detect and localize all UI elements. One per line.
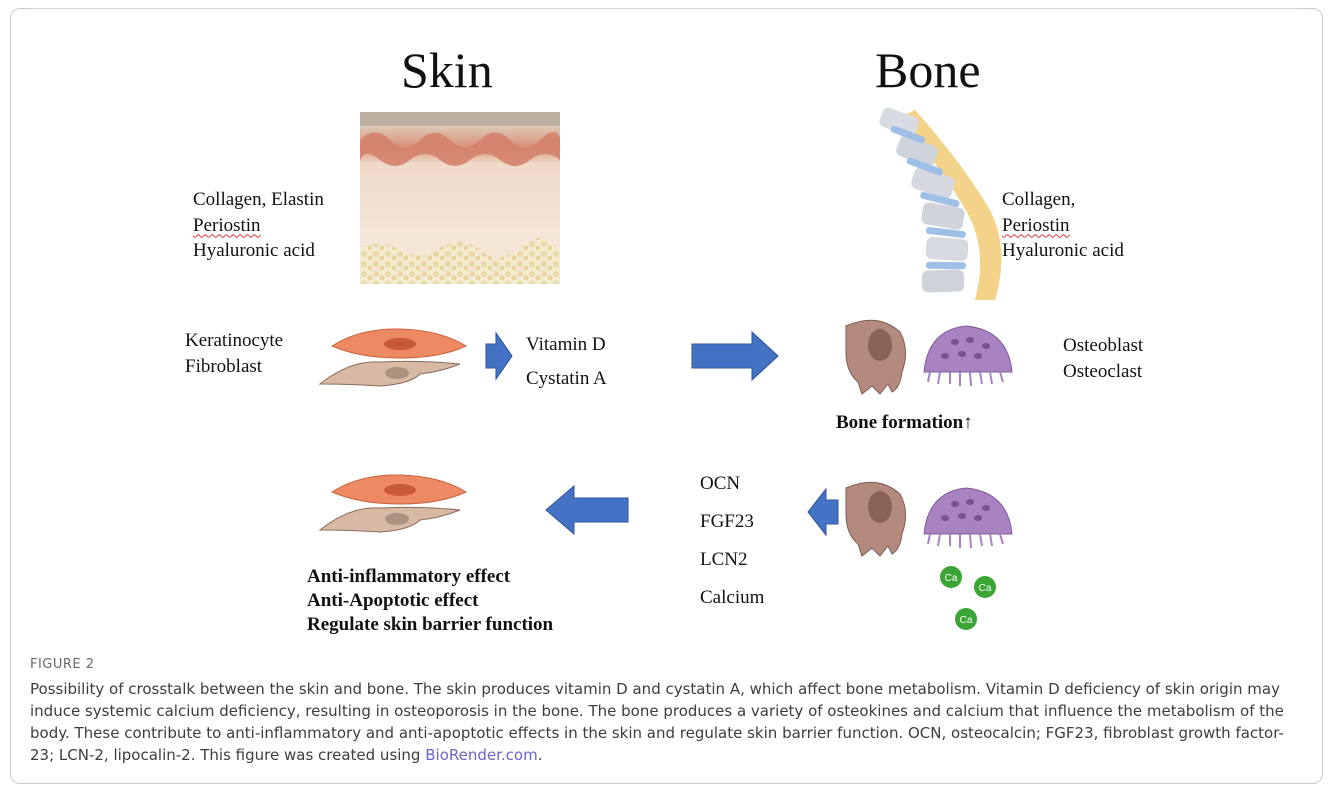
arrow-skin-to-factors bbox=[486, 333, 512, 379]
skin-matrix-item: Collagen, Elastin bbox=[193, 187, 324, 213]
osteokine-label: FGF23 bbox=[700, 503, 764, 541]
figure-illustration: Ca Ca Ca bbox=[0, 0, 1333, 650]
skin-matrix-list: Collagen, Elastin Periostin Hyaluronic a… bbox=[193, 187, 324, 264]
skin-matrix-item: Periostin bbox=[193, 213, 324, 239]
osteoblast-cell-bottom bbox=[846, 482, 906, 556]
arrow-to-skin bbox=[546, 486, 628, 534]
osteokine-label: LCN2 bbox=[700, 541, 764, 579]
osteoclast-cell-bottom bbox=[924, 488, 1012, 548]
caption-text: Possibility of crosstalk between the ski… bbox=[30, 680, 1284, 764]
bone-matrix-item: Periostin bbox=[1002, 213, 1124, 239]
figure-caption: Possibility of crosstalk between the ski… bbox=[30, 678, 1295, 766]
bone-cell-label: Osteoclast bbox=[1063, 359, 1143, 385]
skin-effect-list: Anti-inflammatory effect Anti-Apoptotic … bbox=[307, 565, 553, 637]
bone-cell-label: Osteoblast bbox=[1063, 333, 1143, 359]
calcium-ion-3: Ca bbox=[955, 608, 977, 630]
osteoblast-cell-top bbox=[846, 320, 906, 394]
skin-factor-label: Vitamin D bbox=[526, 328, 607, 362]
biorender-link[interactable]: BioRender.com bbox=[425, 746, 537, 764]
calcium-ion-1: Ca bbox=[940, 566, 962, 588]
spine-image bbox=[878, 106, 1002, 300]
osteoclast-cell-top bbox=[924, 326, 1012, 386]
keratinocyte-cell-top bbox=[332, 329, 466, 358]
osteokine-label: Calcium bbox=[700, 579, 764, 617]
osteokine-list: OCN FGF23 LCN2 Calcium bbox=[700, 465, 764, 617]
caption-end: . bbox=[538, 746, 543, 764]
calcium-ion-2: Ca bbox=[974, 576, 996, 598]
keratinocyte-cell-bottom bbox=[332, 475, 466, 504]
arrow-bone-to-osteokines bbox=[808, 489, 838, 535]
skin-factor-list: Vitamin D Cystatin A bbox=[526, 328, 607, 396]
skin-matrix-item: Hyaluronic acid bbox=[193, 238, 324, 264]
arrow-to-bone bbox=[692, 332, 778, 380]
fibroblast-cell-top bbox=[320, 361, 460, 386]
calcium-symbol-1: Ca bbox=[945, 573, 958, 584]
bone-matrix-list: Collagen, Periostin Hyaluronic acid bbox=[1002, 187, 1124, 264]
figure-label: FIGURE 2 bbox=[30, 657, 95, 672]
bone-matrix-item: Hyaluronic acid bbox=[1002, 238, 1124, 264]
fibroblast-cell-bottom bbox=[320, 507, 460, 532]
skin-effect-label: Regulate skin barrier function bbox=[307, 613, 553, 637]
skin-section-image bbox=[360, 112, 560, 284]
skin-cell-list: Keratinocyte Fibroblast bbox=[185, 328, 283, 379]
bone-matrix-item: Collagen, bbox=[1002, 187, 1124, 213]
osteokine-label: OCN bbox=[700, 465, 764, 503]
calcium-symbol-2: Ca bbox=[979, 583, 992, 594]
bone-cell-list: Osteoblast Osteoclast bbox=[1063, 333, 1143, 384]
skin-effect-label: Anti-inflammatory effect bbox=[307, 565, 553, 589]
skin-factor-label: Cystatin A bbox=[526, 362, 607, 396]
skin-cell-label: Fibroblast bbox=[185, 354, 283, 380]
skin-effect-label: Anti-Apoptotic effect bbox=[307, 589, 553, 613]
bone-formation-label: Bone formation↑ bbox=[836, 410, 973, 436]
calcium-symbol-3: Ca bbox=[960, 615, 973, 626]
skin-cell-label: Keratinocyte bbox=[185, 328, 283, 354]
